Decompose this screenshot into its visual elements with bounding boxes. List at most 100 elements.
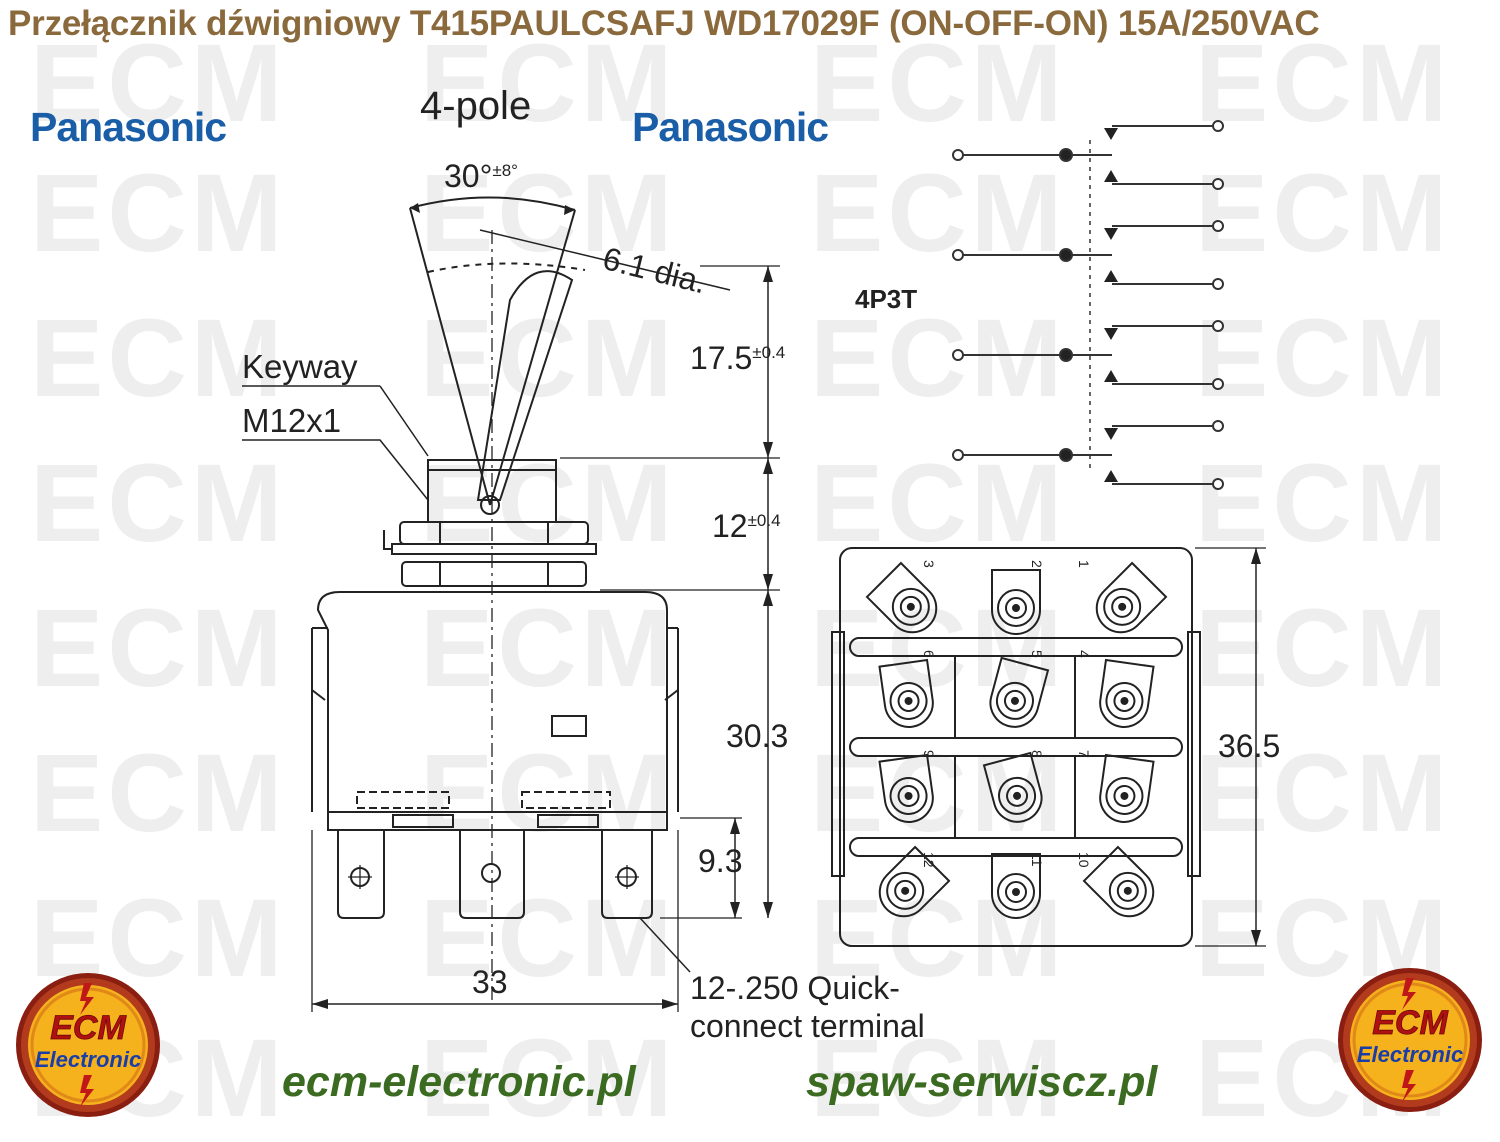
watermark-text: ECM	[420, 877, 677, 1000]
terminal-hole	[891, 587, 930, 626]
page-title: Przełącznik dźwigniowy T415PAULCSAFJ WD1…	[8, 4, 1320, 43]
terminal-base	[327, 811, 668, 831]
lock-washer	[391, 543, 597, 555]
watermark-text: ECM	[420, 152, 677, 275]
angle-label: 30°±8°	[444, 158, 518, 194]
terminal-tab	[991, 853, 1041, 919]
logo-text-ecm: ECM	[1372, 1004, 1448, 1042]
bottom-terminal	[989, 656, 1050, 728]
pole-label: 4-pole	[420, 84, 532, 128]
terminal-node	[1212, 478, 1224, 490]
terminal-hole	[897, 784, 920, 807]
terminal-center-dot	[1013, 791, 1022, 800]
ecm-logo-right: ECM Electronic	[1338, 968, 1482, 1112]
lightning-icon	[1402, 1070, 1416, 1102]
watermark-text: ECM	[1195, 587, 1452, 710]
terminal-tab	[865, 561, 938, 634]
terminal-number: 5	[1029, 650, 1045, 658]
bottom-terminal	[1099, 658, 1155, 728]
site-link-ecm[interactable]: ecm-electronic.pl	[282, 1058, 636, 1106]
terminal-number: 8	[1029, 750, 1045, 758]
terminal-tab	[878, 753, 934, 823]
panasonic-logo-right: Panasonic	[632, 104, 829, 150]
watermark-text: ECM	[30, 587, 287, 710]
terminal-node	[1212, 120, 1224, 132]
terminal-center-dot	[1123, 886, 1132, 895]
terminal-center-dot	[904, 696, 913, 705]
bottom-terminal	[1082, 845, 1155, 918]
terminal-tab	[1099, 753, 1155, 823]
pivot-node	[1059, 148, 1073, 162]
pivot-node	[1059, 448, 1073, 462]
terminal-tab	[982, 751, 1043, 823]
base-outline	[839, 547, 1193, 947]
terminal-hole	[897, 689, 920, 712]
bottom-terminal	[1095, 561, 1168, 634]
bottom-terminal	[878, 658, 934, 728]
contact-arrow-down	[1104, 328, 1118, 340]
terminal-node	[952, 349, 964, 361]
watermark-text: ECM	[30, 152, 287, 275]
pivot-node	[1059, 348, 1073, 362]
terminal-note-line1: 12-.250 Quick-	[690, 970, 900, 1006]
terminal-center-dot	[1012, 604, 1020, 612]
terminal-hole	[1108, 871, 1147, 910]
watermark-text: ECM	[810, 1017, 1067, 1140]
ecm-logo-left: ECM Electronic	[16, 973, 160, 1117]
terminal-center-dot	[904, 791, 913, 800]
terminal-node	[952, 249, 964, 261]
dim-bushing: 12±0.4	[712, 508, 781, 544]
terminal-number: 2	[1029, 560, 1045, 568]
watermark-text: ECM	[420, 22, 677, 145]
bottom-terminal	[865, 561, 938, 634]
switch-body	[316, 591, 668, 813]
lever	[476, 270, 574, 501]
terminal-number: 10	[1076, 852, 1092, 868]
contact-arrow-down	[1104, 228, 1118, 240]
pivot-node	[1059, 248, 1073, 262]
bottom-terminals	[865, 561, 1168, 919]
terminal-node	[1212, 220, 1224, 232]
nut-bottom	[401, 561, 587, 587]
contact-arrow-down	[1104, 128, 1118, 140]
terminal-center-dot	[1118, 602, 1127, 611]
watermark-text: ECM	[1195, 297, 1452, 420]
schematic-label: 4P3T	[855, 284, 918, 314]
contact-arrow-up	[1104, 470, 1118, 482]
terminal-number: 7	[1076, 750, 1092, 758]
terminal-hole	[998, 776, 1037, 815]
lever-angle-line-right	[489, 209, 576, 506]
watermark-text: ECM	[1195, 22, 1452, 145]
contact-arrow-up	[1104, 170, 1118, 182]
rib-2	[849, 737, 1183, 757]
watermark-text: ECM	[810, 442, 1067, 565]
terminal-hole	[889, 681, 928, 720]
terminal-node	[1212, 278, 1224, 290]
dim-width: 33	[472, 964, 508, 1000]
terminal-hole	[1111, 595, 1134, 618]
terminal-tab	[878, 845, 951, 918]
terminal-hole	[1006, 784, 1029, 807]
terminal-hole	[1113, 689, 1136, 712]
thread-label: M12x1	[242, 402, 342, 439]
site-link-spaw[interactable]: spaw-serwiscz.pl	[806, 1058, 1158, 1106]
terminal-center-dot	[906, 602, 915, 611]
body-window	[551, 715, 587, 737]
terminal-number: 3	[921, 560, 937, 568]
terminal-hole	[1105, 776, 1144, 815]
watermark-text: ECM	[30, 297, 287, 420]
dim-depth: 36.5	[1218, 728, 1281, 764]
angle-arc	[409, 196, 576, 211]
terminal-tab	[878, 658, 934, 728]
bottom-terminal	[991, 569, 1041, 635]
contact-arrow-up	[1104, 370, 1118, 382]
logo-text-electronic: Electronic	[1357, 1042, 1463, 1067]
contact-arrow-down	[1104, 428, 1118, 440]
contact-arrow-up	[1104, 270, 1118, 282]
terminal-number: 1	[1076, 560, 1092, 568]
bottom-terminal	[1099, 753, 1155, 823]
terminal-hole	[1003, 689, 1026, 712]
lever-swing-arc	[427, 262, 586, 273]
terminal-center-dot	[1120, 696, 1129, 705]
